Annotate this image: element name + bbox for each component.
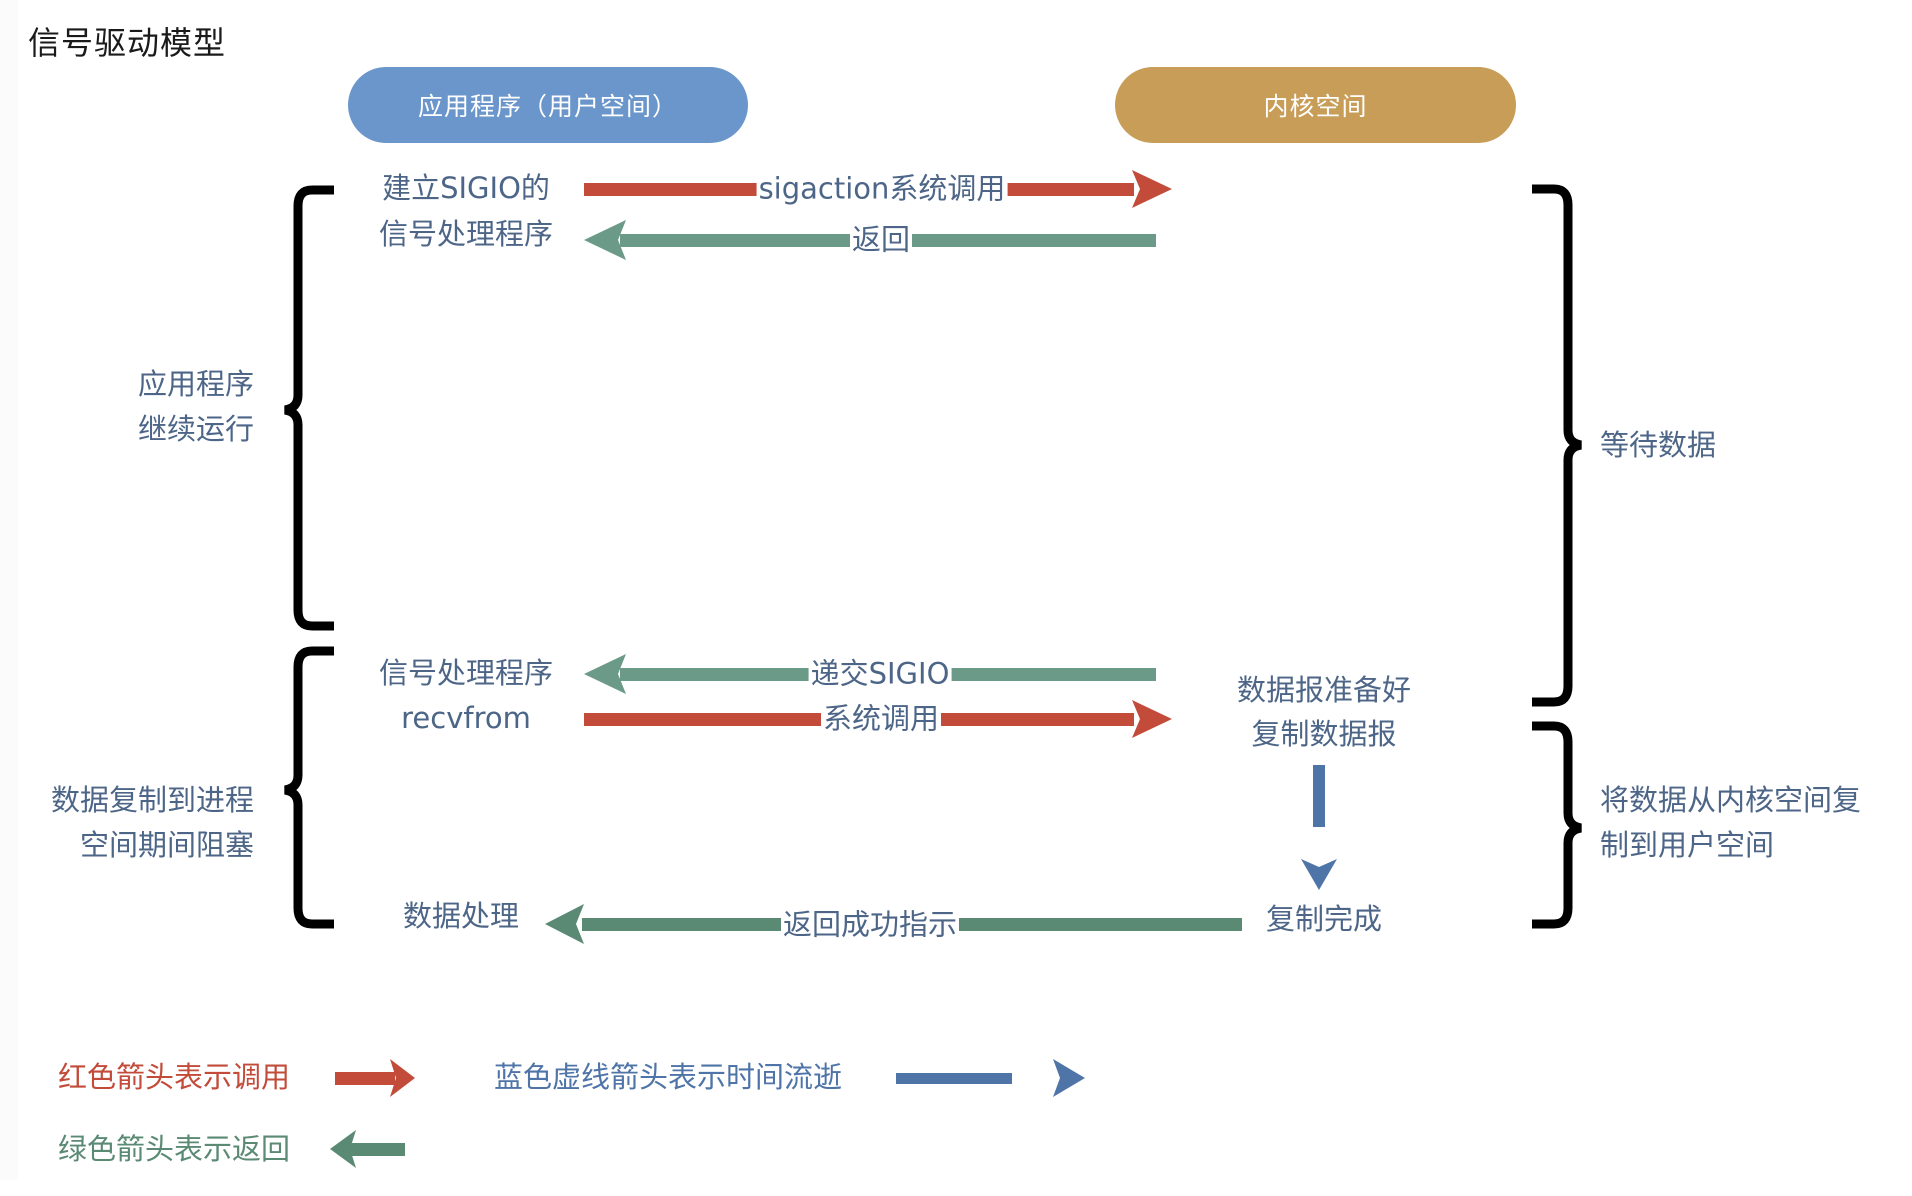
legend-green-label: 绿色箭头表示返回 (58, 1132, 291, 1166)
kernel-space-header-label: 内核空间 (1263, 92, 1368, 121)
user-space-header: 应用程序（用户空间） (348, 67, 748, 143)
right-brace-copy-kernel (1532, 721, 1582, 929)
recvfrom-text: recvfrom (401, 701, 531, 735)
datagram-ready-text: 数据报准备好 (1236, 673, 1412, 707)
sigaction-call-label: sigaction系统调用 (756, 171, 1008, 206)
return-label: 返回 (849, 222, 913, 257)
wait-data-label: 等待数据 (1600, 428, 1717, 462)
blocked-label-line1: 数据复制到进程 (50, 783, 254, 817)
syscall-label: 系统调用 (820, 701, 942, 736)
time-flow-arrow (1301, 765, 1337, 890)
deliver-sigio-label: 递交SIGIO (808, 656, 952, 691)
data-processing-text: 数据处理 (402, 899, 520, 933)
diagram-title: 信号驱动模型 (28, 24, 227, 62)
left-brace-app-continues (284, 185, 334, 631)
setup-handler-line2: 信号处理程序 (378, 217, 554, 251)
legend-blue-label: 蓝色虚线箭头表示时间流逝 (494, 1060, 843, 1094)
copy-kernel-label-line2: 制到用户空间 (1600, 828, 1775, 862)
return-success-label: 返回成功指示 (780, 907, 960, 942)
user-space-header-label: 应用程序（用户空间） (417, 92, 678, 121)
app-continues-label-line1: 应用程序 (137, 367, 254, 401)
legend-green-arrow-icon (330, 1130, 405, 1168)
kernel-space-header: 内核空间 (1115, 67, 1516, 143)
legend-blue-line-icon (896, 1073, 1012, 1084)
copy-datagram-text: 复制数据报 (1251, 717, 1397, 751)
legend-red-arrow-icon (335, 1059, 415, 1097)
copy-kernel-label-line1: 将数据从内核空间复 (1600, 783, 1862, 817)
copy-done-text: 复制完成 (1265, 902, 1383, 936)
app-continues-label-line2: 继续运行 (137, 412, 254, 446)
legend-red-label: 红色箭头表示调用 (58, 1060, 291, 1094)
setup-handler-line1: 建立SIGIO的 (382, 171, 550, 205)
left-brace-blocked (284, 646, 334, 929)
right-brace-wait-data (1532, 184, 1582, 707)
blocked-label-line2: 空间期间阻塞 (79, 828, 254, 862)
legend-blue-triangle-icon (1053, 1059, 1085, 1097)
signal-handler-text: 信号处理程序 (378, 656, 554, 690)
margin-strip (0, 0, 18, 1180)
